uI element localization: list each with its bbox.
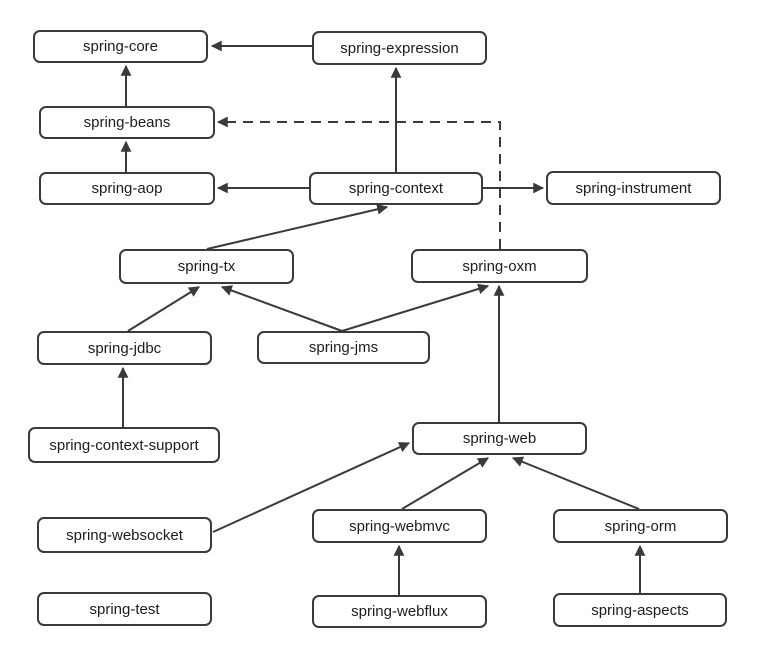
node-spring-webflux: spring-webflux: [312, 595, 487, 628]
node-spring-instrument: spring-instrument: [546, 171, 721, 205]
node-label: spring-orm: [604, 517, 677, 535]
node-label: spring-context-support: [49, 436, 199, 454]
node-spring-websocket: spring-websocket: [37, 517, 212, 553]
node-spring-aop: spring-aop: [39, 172, 215, 205]
node-label: spring-websocket: [66, 526, 183, 544]
node-spring-context: spring-context: [309, 172, 483, 205]
node-spring-web: spring-web: [412, 422, 587, 455]
node-label: spring-webflux: [351, 603, 448, 620]
node-label: spring-instrument: [575, 179, 692, 197]
edge-spring-jms-to-spring-tx: [220, 285, 343, 332]
node-spring-webmvc: spring-webmvc: [312, 509, 487, 543]
node-label: spring-jms: [308, 339, 379, 356]
node-spring-context-support: spring-context-support: [28, 427, 220, 463]
edge-spring-tx-to-spring-context: [206, 203, 389, 250]
node-spring-jms: spring-jms: [257, 331, 430, 364]
node-label: spring-test: [89, 600, 160, 618]
edge-spring-webmvc-to-spring-web: [401, 457, 489, 510]
node-spring-oxm: spring-oxm: [411, 249, 588, 283]
node-spring-beans: spring-beans: [39, 106, 215, 139]
edge-spring-orm-to-spring-web: [511, 456, 640, 510]
node-spring-aspects: spring-aspects: [553, 593, 727, 627]
node-spring-tx: spring-tx: [119, 249, 294, 284]
edge-spring-jms-to-spring-oxm: [341, 283, 490, 332]
node-spring-orm: spring-orm: [553, 509, 728, 543]
node-label: spring-aspects: [591, 601, 689, 619]
node-spring-jdbc: spring-jdbc: [37, 331, 212, 365]
edge-spring-jdbc-to-spring-tx: [127, 286, 200, 332]
node-label: spring-beans: [83, 114, 171, 131]
node-label: spring-jdbc: [87, 339, 162, 357]
edge-spring-oxm-to-spring-beans: [216, 116, 501, 249]
node-label: spring-context: [348, 180, 444, 197]
node-label: spring-oxm: [462, 257, 537, 275]
node-label: spring-webmvc: [349, 517, 450, 535]
node-label: spring-tx: [177, 258, 236, 275]
node-spring-core: spring-core: [33, 30, 208, 63]
node-spring-test: spring-test: [37, 592, 212, 626]
node-spring-expression: spring-expression: [312, 31, 487, 65]
node-label: spring-core: [82, 38, 159, 55]
node-label: spring-aop: [91, 180, 163, 197]
edge-spring-websocket-to-spring-web: [212, 442, 410, 533]
node-label: spring-web: [462, 430, 537, 447]
node-label: spring-expression: [340, 39, 459, 57]
